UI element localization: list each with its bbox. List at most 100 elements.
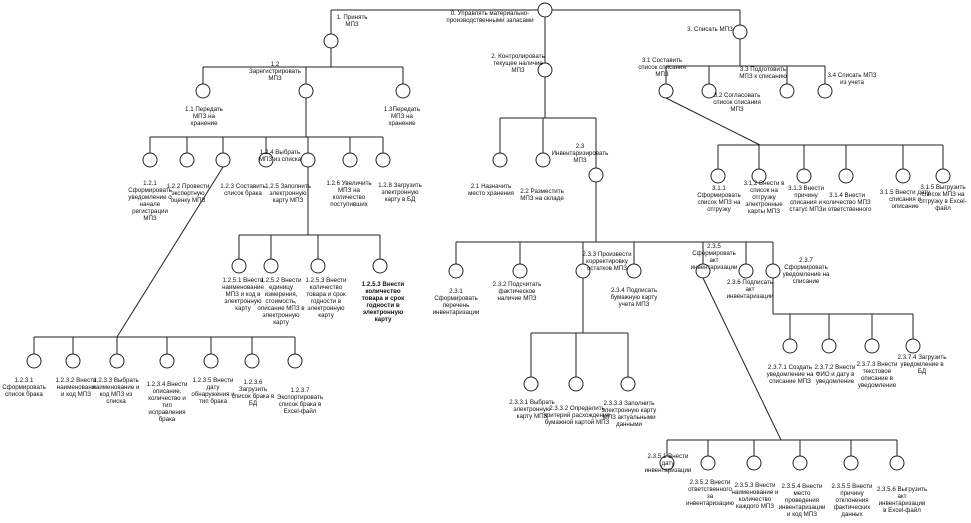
- node-circle: [588, 167, 604, 183]
- node-label-line: 1.2.3.5 Внести: [192, 377, 234, 384]
- node-label-line: уведомление: [858, 382, 897, 389]
- node-label-line: электронную: [307, 305, 344, 312]
- node-label-line: количество МПЗ: [823, 199, 871, 206]
- node-label-line: 2.3.3.1 Выбрать: [509, 399, 555, 406]
- node-label-line: МПЗ из списка: [259, 156, 302, 163]
- node-label-line: инвентаризацию: [686, 500, 734, 507]
- node-label-line: Зарегистрировать: [249, 68, 301, 75]
- node-label-line: МПЗ: [655, 71, 669, 78]
- node-label-line: данными: [616, 421, 643, 428]
- node-circle: [258, 152, 274, 168]
- node-label-line: 1.2.3.2 Внести: [55, 377, 97, 384]
- node-circle: [375, 152, 391, 168]
- node-label-line: 2.3.7.4 Загрузить: [898, 354, 947, 361]
- node-circle: [620, 376, 636, 392]
- node-label-line: Сформировать: [784, 264, 828, 271]
- node-label-line: исправления: [148, 409, 185, 416]
- node-label-line: МПЗ на: [193, 113, 215, 120]
- node-circle: [231, 258, 247, 274]
- node-label-line: поступивших: [330, 201, 368, 208]
- connector-line: [116, 166, 224, 338]
- node-label-line: годности в: [366, 302, 400, 309]
- node-label-line: из учета: [840, 79, 864, 86]
- node-label-line: брака: [159, 416, 176, 423]
- node-circle: [300, 152, 316, 168]
- node-label-line: товара и срок: [306, 291, 346, 298]
- node-label-line: бумажную карту: [611, 294, 659, 301]
- node-label-line: измерения,: [265, 291, 298, 298]
- node-label-line: наименовани: [57, 384, 96, 391]
- node-label-line: акт: [745, 286, 754, 293]
- node-circle: [864, 338, 880, 354]
- node-label-line: МПЗ на: [391, 113, 413, 120]
- node-circle: [535, 152, 551, 168]
- node-label-line: 1.2.3.1: [15, 377, 34, 384]
- node-label-line: 2.3.5: [707, 243, 721, 250]
- node-circle: [298, 83, 314, 99]
- node-label-line: тип: [162, 402, 172, 409]
- node-label-line: карту: [375, 316, 392, 323]
- node-circle: [738, 263, 754, 279]
- node-label-line: электронную карту: [602, 407, 657, 414]
- node-label-line: тип брака: [199, 398, 228, 405]
- node-label-line: количество: [365, 288, 401, 295]
- node-label-line: 2.3.3.2 Определить: [549, 405, 605, 412]
- node-label-line: карту в БД: [385, 196, 416, 203]
- node-circle: [263, 258, 279, 274]
- node-label-line: за: [707, 493, 714, 500]
- node-label-line: 3.1.4 Внести: [829, 192, 865, 199]
- node-label-line: карту: [273, 319, 289, 326]
- node-label-line: 1.2.3.6: [244, 379, 263, 386]
- node-label-line: 3.4 Списать МПЗ: [827, 72, 876, 79]
- node-circle: [889, 455, 905, 471]
- node-label-line: уведомление на: [783, 271, 830, 278]
- node-circle: [658, 83, 674, 99]
- node-label-line: списание МПЗ: [769, 378, 811, 385]
- node-label-line: статус МПЗ: [789, 206, 823, 213]
- node-circle: [372, 258, 388, 274]
- node-label-line: учета МПЗ: [619, 301, 650, 308]
- node-circle: [843, 455, 859, 471]
- node-label-line: список МПЗ на: [698, 199, 741, 206]
- node-label-line: обнаружения и: [191, 391, 235, 398]
- node-label-line: отгрузку: [752, 194, 776, 201]
- node-circle: [659, 455, 675, 471]
- node-label-line: уведомление о: [128, 194, 172, 201]
- node-circle: [310, 258, 326, 274]
- node-label-line: карты МПЗ: [748, 208, 780, 215]
- node-label-line: текущее наличие: [493, 60, 543, 67]
- node-label-line: 1.2: [271, 61, 280, 68]
- node-label-line: инвентаризации: [691, 264, 738, 271]
- node-circle: [142, 152, 158, 168]
- node-label-line: количество: [333, 194, 366, 201]
- node-circle: [746, 455, 762, 471]
- node-circle: [765, 263, 781, 279]
- node-label-line: 1.2.2 Провести: [167, 183, 210, 190]
- node-label-line: уведомление на: [767, 371, 814, 378]
- node-label-line: уведомление: [816, 378, 855, 385]
- node-circle: [537, 62, 553, 78]
- node-label-line: 3.1.2 Внести в: [744, 180, 786, 187]
- node-label-line: Сформировать: [2, 384, 46, 391]
- node-circle: [342, 152, 358, 168]
- node-label-line: 1.2.3.7: [291, 387, 310, 394]
